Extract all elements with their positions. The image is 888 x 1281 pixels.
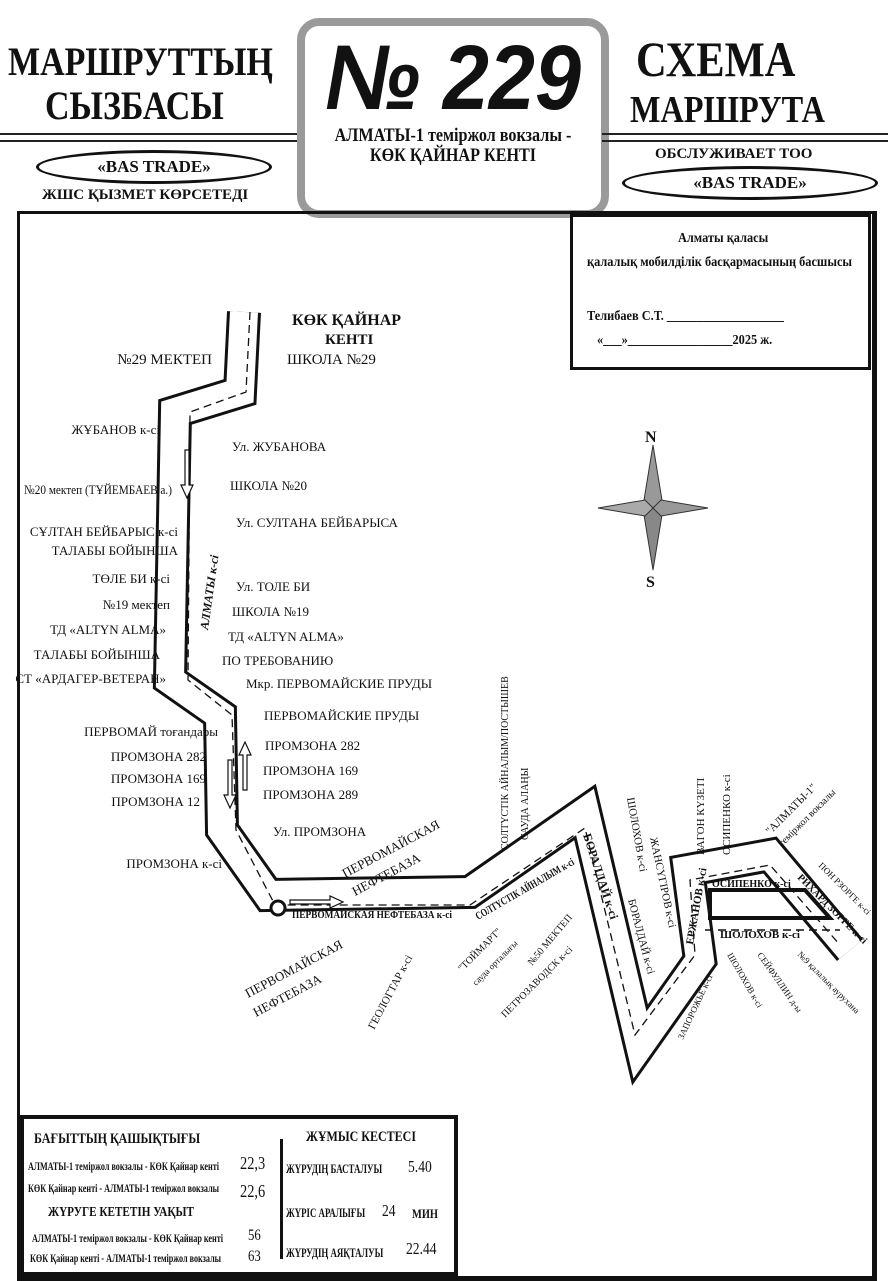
street-label: ШОЛОХОВ к-сі — [624, 796, 649, 872]
end-value: 22.44 — [406, 1239, 437, 1258]
compass-rose-icon: N S — [597, 429, 709, 591]
stop-label: №20 мектеп (ТҰЙЕМБАЕВ а.) — [24, 482, 172, 497]
divider — [602, 140, 888, 142]
time-title: ЖҮРУГЕ КЕТЕТІН УАҚЫТ — [48, 1205, 194, 1220]
distance-value: 22,6 — [240, 1181, 266, 1201]
direction-arrow — [180, 449, 194, 500]
end-label: ЖҮРУДІҢ АЯҚТАЛУЫ — [286, 1245, 384, 1260]
approval-position: қалалық мобилділік басқармасының басшысы — [587, 255, 853, 270]
right-company-oval: «BAS TRADE» — [622, 166, 878, 200]
start-label: ЖҮРУДІҢ БАСТАЛУЫ — [286, 1161, 383, 1176]
stop-label: ПРОМЗОНА 289 — [263, 787, 358, 802]
stop-label: Ул. ПРОМЗОНА — [273, 824, 367, 839]
map-frame — [17, 211, 877, 1281]
left-stop-labels: №29 МЕКТЕП ЖҰБАНОВ к-сі №20 мектеп (ТҰЙЕ… — [15, 352, 222, 871]
divider — [0, 133, 298, 135]
approval-date: «___»_________________2025 ж. — [597, 333, 773, 348]
stop-label: ПРОМЗОНА к-сі — [126, 856, 222, 871]
stop-label: ПЕРВОМАЙ тоғандары — [84, 724, 218, 739]
compass-north: N — [645, 429, 657, 446]
terminal-label: КЕНТІ — [325, 332, 374, 348]
interval-unit: МИН — [412, 1206, 438, 1221]
right-title-line2: МАРШРУТА — [630, 89, 825, 131]
distance-title: БАҒЫТТЫҢ ҚАШЫҚТЫҒЫ — [34, 1131, 201, 1147]
stop-label: ПЕРВОМАЙСКИЕ ПРУДЫ — [264, 708, 419, 723]
street-label: ШОЛОХОВ к-сі — [720, 929, 800, 941]
interval-label: ЖҮРІС АРАЛЫҒЫ — [286, 1205, 366, 1220]
route-to: КӨК ҚАЙНАР КЕНТІ — [369, 145, 537, 166]
stop-label: ТАЛАБЫ БОЙЫНША — [52, 543, 179, 558]
right-title-line1: СХЕМА — [636, 31, 796, 87]
direction-arrow — [289, 895, 345, 909]
stop-label: Ул. ЖУБАНОВА — [232, 439, 327, 454]
divider — [280, 1139, 283, 1259]
time-value: 56 — [248, 1227, 261, 1244]
street-label: ВАГОН КҮЗЕТІ — [695, 777, 707, 855]
street-label: СОЛТҮСТІК АЙНАЛЫМ/ПОСТЫШЕВ — [499, 676, 511, 850]
stop-label: ШКОЛА №19 — [232, 604, 309, 619]
left-title-line2: СЫЗБАСЫ — [45, 83, 224, 128]
stop-label: №29 МЕКТЕП — [117, 352, 212, 368]
route-info-panel: БАҒЫТТЫҢ ҚАШЫҚТЫҒЫ АЛМАТЫ-1 теміржол вок… — [20, 1115, 458, 1276]
stop-label: Мкр. ПЕРВОМАЙСКИЕ ПРУДЫ — [246, 676, 432, 691]
direction-arrow — [223, 759, 237, 810]
divider — [602, 133, 888, 135]
approval-city: Алматы қаласы — [678, 231, 769, 246]
start-value: 5.40 — [408, 1157, 432, 1176]
stop-label: ПРОМЗОНА 282 — [265, 738, 360, 753]
time-value: 63 — [248, 1248, 261, 1265]
street-label: ПЕРВОМАЙСКАЯ НЕФТЕБАЗА к-сі — [292, 909, 452, 921]
stop-label: №19 мектеп — [103, 597, 170, 612]
street-label: №9 қалалық аурухана — [796, 949, 862, 1015]
left-service-text: ЖШС ҚЫЗМЕТ КӨРСЕТЕДІ — [42, 187, 249, 203]
direction-arrow — [238, 740, 252, 791]
stop-label: Ул. ТОЛЕ БИ — [236, 579, 310, 594]
compass-south: S — [646, 574, 655, 591]
distance-label: АЛМАТЫ-1 теміржол вокзалы - КӨК Қайнар к… — [28, 1159, 220, 1173]
terminal-circle — [269, 899, 287, 917]
stop-label: ШКОЛА №20 — [230, 478, 307, 493]
route-centerline — [187, 311, 841, 1037]
stop-label: ТАЛАБЫ БОЙЫНША — [34, 647, 161, 662]
distance-label: КӨК Қайнар кенті - АЛМАТЫ-1 теміржол вок… — [28, 1181, 220, 1195]
route-from: АЛМАТЫ-1 теміржол вокзалы - — [334, 125, 572, 146]
stop-label: ПРОМЗОНА 169 — [263, 763, 358, 778]
stop-label: ПРОМЗОНА 12 — [111, 794, 200, 809]
stop-label: ЖҰБАНОВ к-сі — [72, 422, 161, 437]
stop-label: ПО ТРЕБОВАНИЮ — [222, 653, 333, 668]
right-service-text: ОБСЛУЖИВАЕТ ТОО — [655, 146, 813, 162]
stop-label: ТӨЛЕ БИ к-сі — [93, 571, 171, 586]
stop-label: ПРОМЗОНА 282 — [111, 749, 206, 764]
street-label: ОСИПЕНКО к-сі — [721, 774, 733, 855]
route-number: № 229 — [324, 27, 582, 129]
left-title-line1: МАРШРУТТЫҢ — [8, 39, 273, 84]
divider — [0, 140, 298, 142]
stop-label: Ул. СУЛТАНА БЕЙБАРЫСА — [236, 515, 399, 530]
terminal-label: КӨК ҚАЙНАР — [292, 310, 401, 329]
distance-value: 22,3 — [240, 1153, 266, 1173]
street-label: ОСИПЕНКО к-сі — [712, 879, 791, 890]
stop-label: ТД «ALTYN ALMA» — [50, 622, 166, 637]
approval-signer: Телибаев С.Т. ___________________ — [587, 309, 784, 324]
stop-label: СТ «АРДАГЕР-ВЕТЕРАН» — [15, 671, 166, 686]
stop-label: ШКОЛА №29 — [287, 352, 376, 368]
street-label: ГЕОЛОГТАР к-сі — [366, 953, 415, 1031]
depot-block — [708, 888, 835, 920]
left-company-oval: «BAS TRADE» — [36, 150, 272, 184]
stop-label: ТД «ALTYN ALMA» — [228, 629, 344, 644]
stop-label: СҰЛТАН БЕЙБАРЫС к-сі — [30, 524, 179, 539]
stop-label: ПРОМЗОНА 169 — [111, 771, 206, 786]
schedule-title: ЖҰМЫС КЕСТЕСІ — [306, 1129, 417, 1145]
approval-box: Алматы қаласы қалалық мобилділік басқарм… — [570, 214, 871, 370]
street-label: АЛМАТЫ к-сі — [197, 553, 222, 631]
time-label: АЛМАТЫ-1 теміржол вокзалы - КӨК Қайнар к… — [32, 1231, 224, 1245]
interval-value: 24 — [382, 1201, 396, 1220]
street-label: САУДА АЛАҢЫ — [520, 767, 531, 840]
time-label: КӨК Қайнар кенті - АЛМАТЫ-1 теміржол вок… — [30, 1251, 222, 1265]
right-stop-labels: ШКОЛА №29 Ул. ЖУБАНОВА ШКОЛА №20 Ул. СУЛ… — [222, 352, 432, 839]
route-number-box: № 229 АЛМАТЫ-1 теміржол вокзалы - КӨК ҚА… — [297, 18, 609, 218]
